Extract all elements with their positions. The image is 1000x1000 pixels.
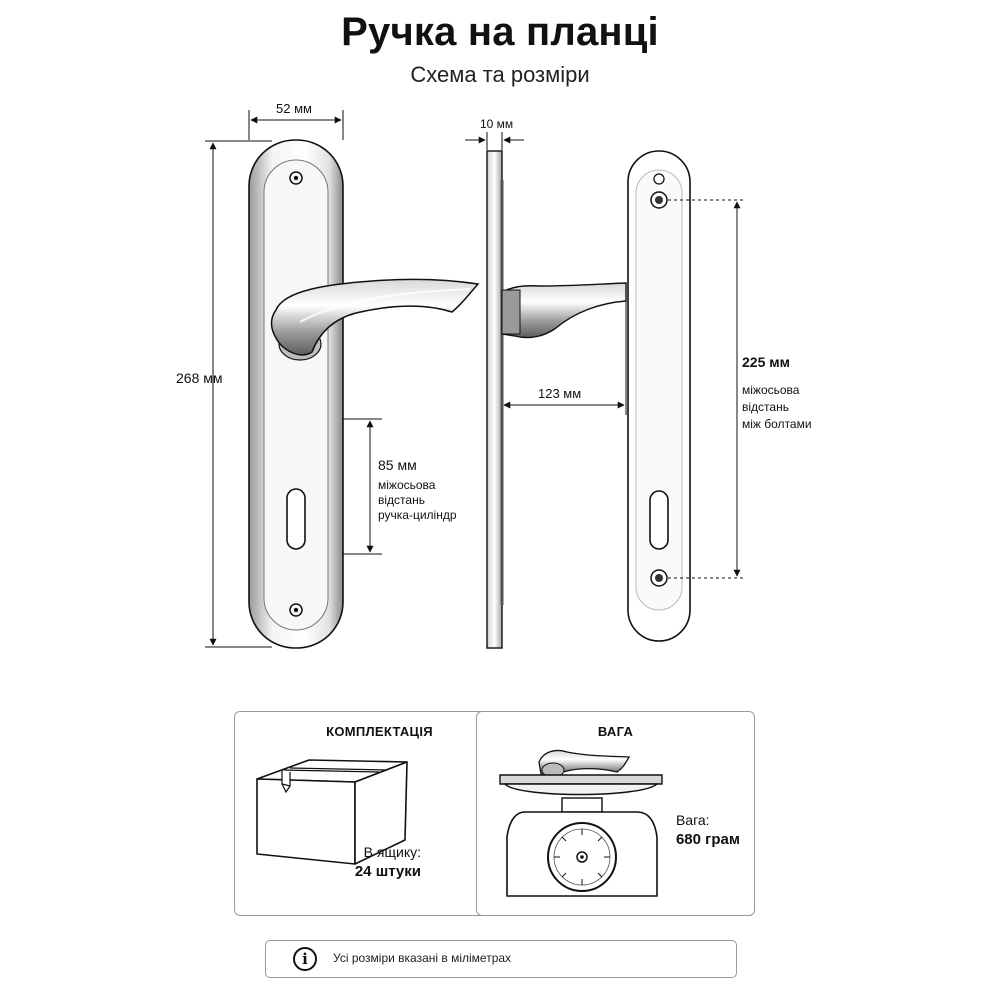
- projection-dimension: [503, 300, 627, 415]
- units-note: i Усі розміри вказані в міліметрах: [265, 940, 737, 978]
- width-dimension: [248, 110, 344, 140]
- bolt-distance-desc-3: між болтами: [742, 417, 812, 431]
- cylinder-distance-desc-2: відстань: [378, 493, 425, 507]
- weight-caption-label: Вага:: [675, 812, 710, 828]
- weight-caption-value: 680 грам: [675, 831, 740, 848]
- projection-label: 123 мм: [538, 386, 582, 401]
- cylinder-distance-dimension: [342, 418, 382, 555]
- side-view: [486, 150, 627, 649]
- box-icon: [256, 759, 408, 865]
- back-view: [627, 150, 691, 642]
- cylinder-distance-desc-3: ручка-циліндр: [378, 508, 457, 522]
- package-caption-label: В ящику:: [363, 844, 421, 860]
- thickness-dimension: [465, 132, 524, 150]
- scale-icon: [499, 749, 663, 897]
- cylinder-hole: [286, 488, 306, 550]
- side-plate: [486, 150, 503, 649]
- front-plate-inner: [263, 159, 329, 631]
- page-title: Ручка на планці: [341, 10, 659, 54]
- package-panel-title: КОМПЛЕКТАЦІЯ: [326, 724, 433, 739]
- front-lever: [270, 278, 480, 356]
- side-lever: [501, 282, 627, 339]
- package-caption: В ящику: 24 штуки: [355, 842, 421, 882]
- back-cylinder-hole: [649, 490, 669, 550]
- units-note-text: Усі розміри вказані в міліметрах: [333, 951, 512, 965]
- package-caption-value: 24 штуки: [354, 863, 421, 880]
- width-label: 52 мм: [276, 101, 312, 116]
- height-dimension: [205, 140, 272, 648]
- bolt-distance-value: 225 мм: [742, 354, 790, 370]
- weight-caption: Вага: 680 грам: [676, 810, 740, 850]
- front-view: [248, 139, 480, 649]
- cylinder-distance-desc-1: міжосьова: [378, 478, 436, 492]
- page-subtitle: Схема та розміри: [410, 62, 590, 87]
- bolt-distance-desc-2: відстань: [742, 400, 789, 414]
- weight-panel-title: ВАГА: [597, 724, 634, 739]
- bolt-distance-desc-1: міжосьова: [742, 383, 800, 397]
- cylinder-distance-value: 85 мм: [378, 457, 417, 473]
- bolt-distance-dimension: [668, 199, 745, 579]
- height-label: 268 мм: [176, 370, 223, 386]
- back-screw-slot: [653, 173, 665, 185]
- info-icon: i: [293, 947, 317, 971]
- thickness-label: 10 мм: [480, 117, 514, 131]
- weight-panel: ВАГА Вага: 680 грам: [476, 711, 755, 916]
